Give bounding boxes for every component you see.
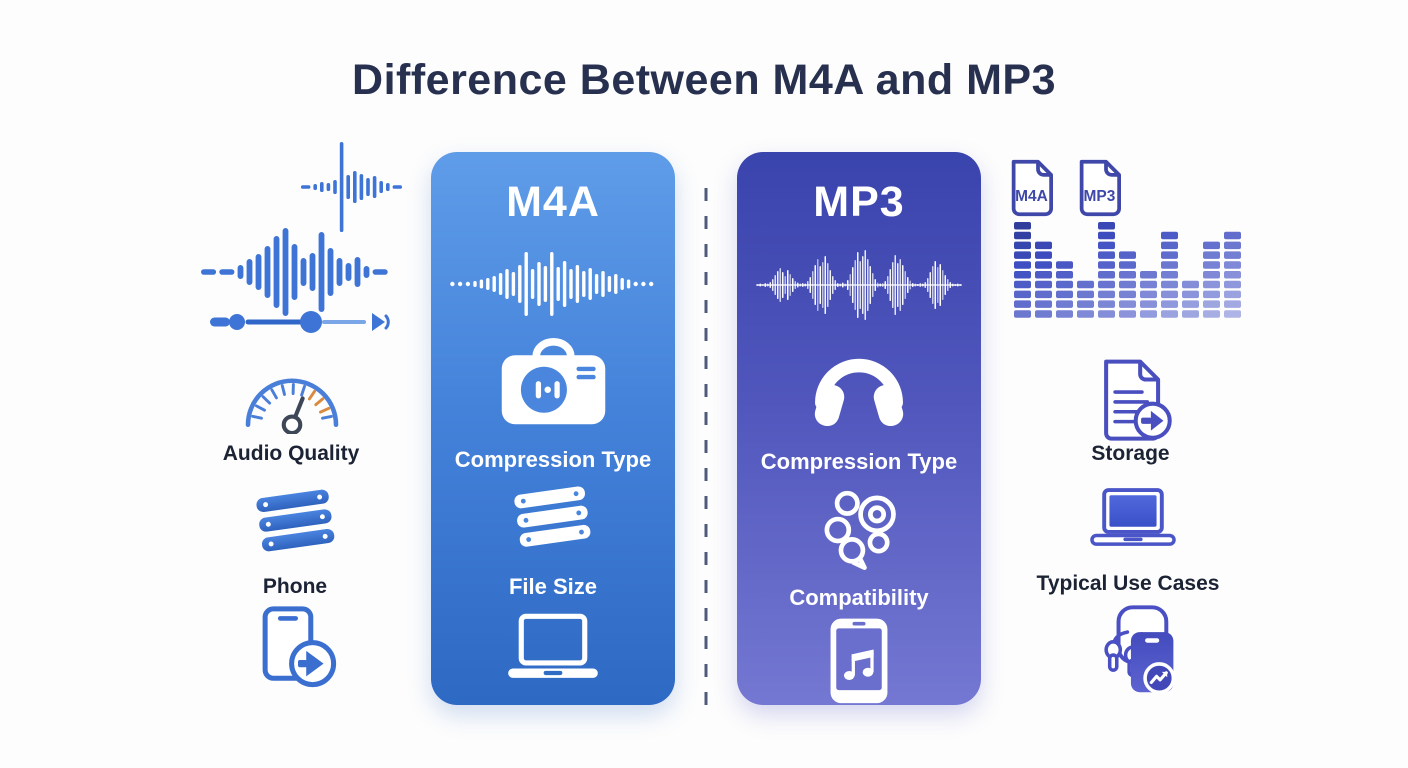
- phone-label: Phone: [262, 575, 328, 598]
- mp3-row2-label: Compatibility: [789, 585, 929, 611]
- laptop-icon: [508, 613, 598, 678]
- file-badge-mp3-icon: MP3: [1079, 159, 1121, 217]
- m4a-card-title: M4A: [506, 178, 600, 226]
- mp3-row1-label: Compression Type: [760, 448, 958, 474]
- camera-icon: [501, 338, 605, 425]
- molecule-bubbles-icon: [824, 490, 896, 570]
- use-cases-label: Typical Use Cases: [1036, 572, 1220, 595]
- file-badge-mp3-text: MP3: [1084, 188, 1116, 205]
- m4a-card: M4A Compression Type File Size: [431, 152, 675, 705]
- dashed-divider: [704, 188, 708, 706]
- mp3-card: MP3 Compression Type Compatibility: [737, 152, 981, 705]
- server-stack-icon: [514, 486, 591, 547]
- audio-player-slider-icon: [210, 311, 390, 333]
- laptop-screen-icon: [1090, 488, 1176, 546]
- music-phone-icon: [830, 618, 888, 704]
- phone-earbuds-icon: [1104, 605, 1176, 694]
- storage-label: Storage: [1091, 442, 1170, 465]
- m4a-row1-label: Compression Type: [454, 447, 652, 472]
- headphones-icon: [814, 358, 904, 426]
- equalizer-bars-icon: [1014, 222, 1241, 318]
- document-export-icon: [1104, 359, 1172, 441]
- mp3-card-title: MP3: [813, 178, 905, 226]
- phone-share-icon: [262, 606, 337, 688]
- waveform-bars-icon: [201, 228, 388, 316]
- waveform-icon: [449, 252, 653, 316]
- m4a-row2-label: File Size: [508, 574, 598, 599]
- speedometer-icon: [245, 378, 339, 434]
- mini-waveform-icon: [301, 142, 402, 232]
- file-badge-m4a-icon: M4A: [1011, 159, 1053, 217]
- file-badge-m4a-text: M4A: [1015, 188, 1048, 205]
- audio-quality-label: Audio Quality: [222, 442, 360, 465]
- audio-wave-icon: [755, 250, 962, 320]
- server-stack-icon: [256, 489, 335, 552]
- page-title: Difference Between M4A and MP3: [352, 56, 1056, 104]
